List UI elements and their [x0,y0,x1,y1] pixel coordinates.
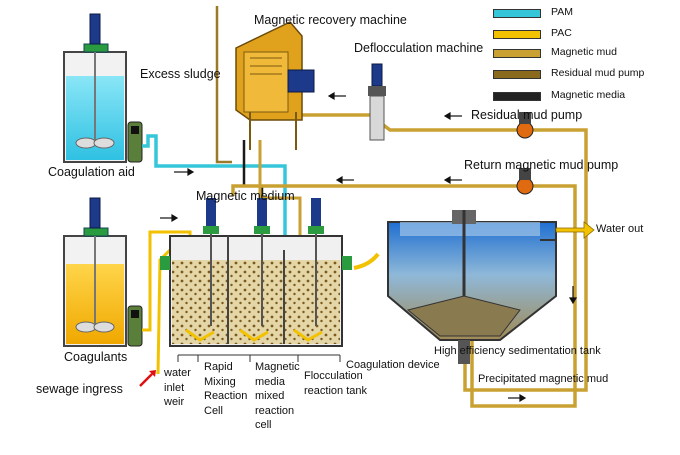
cell-brackets [177,354,341,362]
legend-label: Residual mud pump [551,67,645,79]
coagulation-device [160,198,352,347]
mixer-rapid [203,198,219,326]
legend-label: PAM [551,6,573,18]
mixer-flocculation [308,198,324,326]
label-water-inlet-weir: water inlet weir [164,367,191,409]
legend-swatch [493,70,541,79]
label-return-magnetic-mud-pump: Return magnetic mud pump [464,158,619,172]
transfer-arrow [353,252,380,270]
legend-label: PAC [551,27,572,39]
legend-swatch [493,49,541,58]
mixer-magnetic [254,198,270,326]
deflocculation-machine [368,63,386,141]
legend-swatch [493,92,541,101]
flow-arrows [160,91,578,403]
label-high-efficiency-tank: High efficiency sedimentation tank [434,345,601,357]
recovery-to-tank-line [258,140,302,236]
pam-line [142,134,287,330]
residual-mud-pump [516,112,534,139]
legend-swatch [493,9,541,18]
label-magnetic-medium: Magnetic medium [196,189,295,203]
label-deflocculation-machine: Deflocculation machine [354,41,484,55]
sedimentation-tank [387,210,557,364]
label-residual-mud-pump: Residual mud pump [471,108,583,122]
coagulation-aid-tank [63,13,127,163]
water-out-arrow [555,221,595,239]
label-coagulation-aid: Coagulation aid [48,165,135,179]
legend-label: Magnetic mud [551,46,617,58]
label-coagulation-device: Coagulation device [346,359,440,371]
return-mud-line [231,184,577,408]
excess-sludge-line [215,6,232,164]
magnetic-recovery-machine [235,21,315,150]
label-rapid-mixing-cell: Rapid Mixing Reaction Cell [204,361,248,417]
sewage-arrow [139,370,156,387]
label-coagulants: Coagulants [64,350,128,364]
label-flocculation-tank: Flocculation reaction tank [304,370,367,397]
label-sewage-ingress: sewage ingress [36,382,123,396]
label-water-out: Water out [596,223,644,235]
label-precipitated-magnetic-mud: Precipitated magnetic mud [478,373,609,385]
label-magnetic-media-cell: Magnetic media mixed reaction cell [255,361,300,432]
pac-dosing-pump [127,305,143,347]
pam-dosing-pump [127,121,143,163]
label-magnetic-recovery-machine: Magnetic recovery machine [254,13,407,27]
coagulants-tank [63,197,127,347]
return-magnetic-mud-pump [516,168,534,195]
label-excess-sludge: Excess sludge [140,67,221,81]
legend-label: Magnetic media [551,89,626,101]
legend-swatch [493,30,541,39]
